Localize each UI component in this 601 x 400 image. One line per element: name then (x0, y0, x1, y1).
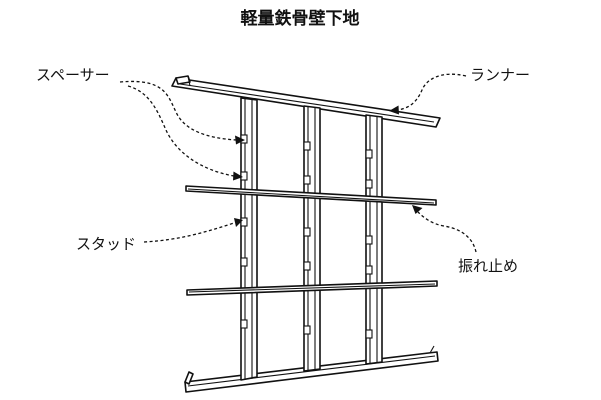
diagram-title: 軽量鉄骨壁下地 (241, 8, 360, 29)
bracing-lower (186, 280, 438, 296)
stud-left (240, 97, 258, 381)
leader-runner (389, 73, 467, 115)
leader-stud (143, 218, 243, 243)
leader-bracing (412, 205, 477, 253)
label-stud: スタッド (76, 235, 136, 253)
top-runner (171, 75, 441, 128)
leader-spacer (119, 80, 245, 181)
bracing-upper (185, 185, 437, 206)
label-spacer: スペーサー (36, 66, 110, 84)
label-runner: ランナー (470, 66, 530, 84)
label-bracing: 振れ止め (458, 257, 518, 275)
spacer-tabs (240, 134, 373, 339)
